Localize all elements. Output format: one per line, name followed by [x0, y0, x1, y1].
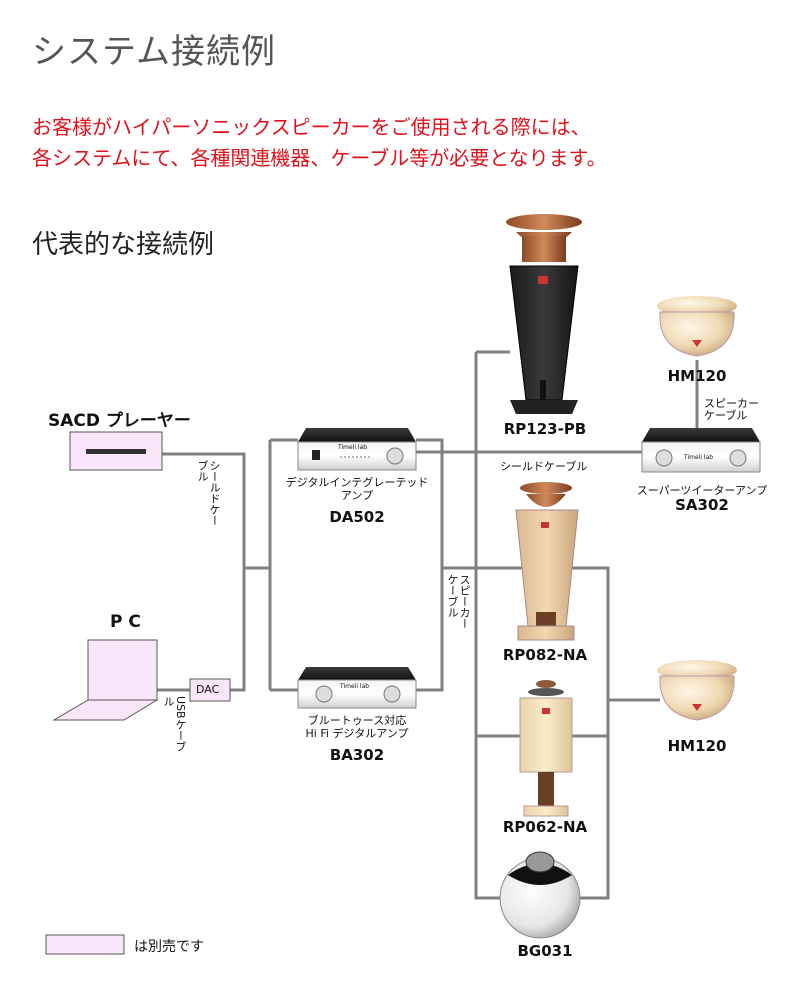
notice-line-1: お客様がハイパーソニックスピーカーをご使用される際には、	[32, 115, 591, 139]
da502-brand-mark: Timeli lab	[338, 444, 368, 451]
legend-swatch	[45, 934, 125, 955]
ba302-description-line-1: ブルートゥース対応	[307, 714, 407, 727]
rp062-speaker	[519, 680, 573, 817]
section-title: 代表的な接続例	[32, 230, 215, 260]
shield-cable-horizontal-label: シールドケーブル	[500, 460, 588, 473]
ba302-amp	[297, 667, 417, 709]
ba302-brand-mark: Timeli lab	[340, 683, 370, 690]
ba302-description: ブルートゥース対応 Hi Fi デジタルアンプ	[264, 714, 450, 740]
usb-cable-label: USBケーブル	[162, 696, 187, 752]
dac-label: DAC	[196, 683, 220, 696]
ba302-model: BA302	[329, 746, 385, 764]
shield-cable-label: シールドケーブル	[196, 460, 221, 526]
wire-bg031-right	[580, 736, 610, 900]
speaker-cable-top-line-1: スピーカー	[704, 397, 759, 410]
hm120-bottom-speaker	[657, 660, 737, 721]
wire-da502-right	[416, 438, 444, 568]
ba302-description-line-2: Hi Fi デジタルアンプ	[305, 727, 409, 740]
sacd-player	[69, 431, 163, 471]
rp082-model: RP082-NA	[502, 646, 588, 664]
da502-model: DA502	[329, 508, 385, 526]
speaker-cable-top-line-2: ケーブル	[704, 409, 748, 422]
sa302-amp	[641, 428, 761, 473]
hm120-top-speaker	[657, 296, 737, 357]
rp082-speaker	[515, 482, 579, 641]
da502-description-line-2: アンプ	[340, 489, 374, 502]
page-title: システム接続例	[32, 32, 276, 72]
sa302-model: SA302	[675, 496, 729, 514]
sacd-label: SACD プレーヤー	[48, 411, 191, 431]
rp123-model: RP123-PB	[503, 420, 587, 438]
pc-laptop	[52, 639, 159, 721]
da502-amp	[297, 428, 417, 471]
rp062-model: RP062-NA	[502, 818, 588, 836]
pc-label: P C	[110, 612, 141, 632]
rp123-speaker	[506, 214, 582, 414]
da502-description-line-1: デジタルインテグレーテッド	[285, 476, 429, 489]
bg031-model: BG031	[517, 942, 573, 960]
wire-speaker-bus	[474, 352, 500, 900]
wire-sacd-to-amps	[162, 452, 246, 568]
da502-description: デジタルインテグレーテッド アンプ	[264, 476, 450, 502]
legend-label: は別売です	[134, 939, 204, 955]
speaker-cable-top-label: スピーカー ケーブル	[704, 398, 759, 422]
wire-ba302-right	[416, 568, 444, 692]
hm120-top-model: HM120	[667, 367, 727, 385]
wire-dac-to-amps	[230, 568, 246, 692]
notice-text: お客様がハイパーソニックスピーカーをご使用される際には、 各システムにて、各種関…	[32, 112, 607, 174]
dac-box	[189, 678, 231, 702]
speaker-cable-label: スピーカーケーブル	[446, 574, 471, 629]
sa302-brand-mark: Timeli lab	[684, 454, 714, 461]
notice-line-2: 各システムにて、各種関連機器、ケーブル等が必要となります。	[32, 146, 607, 170]
sa302-description: スーパーツイーターアンプ	[636, 484, 768, 497]
hm120-bottom-model: HM120	[667, 737, 727, 755]
wires	[157, 350, 699, 900]
bg031-speaker	[499, 851, 581, 939]
